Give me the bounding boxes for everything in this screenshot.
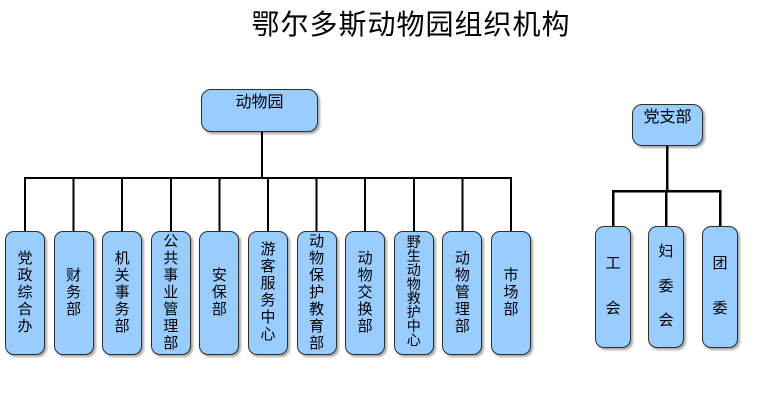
- org-node-child: 安保部: [199, 231, 240, 355]
- org-node-child: 团委: [702, 226, 738, 348]
- org-node-label-char: 事: [163, 267, 179, 284]
- org-node-label-char: 保: [211, 284, 227, 301]
- org-node-label-char: 公: [163, 233, 179, 250]
- org-node-child: 妇委会: [648, 226, 684, 348]
- org-node-label-char: 会: [605, 301, 621, 318]
- org-node-label-char: 工: [605, 255, 621, 272]
- org-node-label-char: 部: [503, 301, 519, 318]
- org-node-label-char: 心: [260, 327, 276, 343]
- org-node-label-char: 服: [260, 276, 276, 292]
- org-node-child: 游客服务中心: [248, 231, 288, 355]
- org-node-label-char: 动: [454, 250, 470, 267]
- chart-title: 鄂尔多斯动物园组织机构: [251, 10, 571, 41]
- org-node-label-char: 物: [454, 267, 470, 284]
- org-node-label-char: 理: [163, 318, 179, 335]
- org-node-label-char: 业: [163, 284, 179, 301]
- org-node-label-char: 财: [66, 267, 82, 284]
- org-node-label-char: 部: [309, 335, 325, 352]
- org-node-child: 动物交换部: [345, 231, 386, 355]
- org-node-label-char: 机: [114, 250, 130, 267]
- org-node-label-char: 会: [658, 312, 674, 329]
- org-node-child: 党政综合办: [5, 231, 45, 355]
- org-node-label-char: 保: [309, 267, 325, 284]
- org-node-label-char: 综: [17, 284, 33, 301]
- org-node-label-char: 管: [454, 284, 470, 301]
- org-node-label-char: 管: [163, 301, 179, 318]
- org-node-child: 公共事业管理部: [150, 231, 191, 355]
- org-node-label-char: 安: [211, 267, 227, 284]
- org-node-label-char: 委: [658, 278, 674, 295]
- org-node-label-char: 部: [114, 318, 130, 335]
- org-node-label-char: 事: [114, 284, 130, 301]
- org-node-child: 市场部: [491, 231, 531, 355]
- org-node-label-char: 团: [712, 255, 728, 272]
- org-node-label-char: 关: [114, 267, 130, 284]
- org-node-label-char: 物: [357, 267, 373, 284]
- org-node-label-char: 市: [503, 267, 519, 284]
- org-node-root-party: 党支部: [632, 104, 703, 146]
- org-node-label-char: 护: [406, 306, 421, 321]
- org-node-label: 党支部: [643, 109, 692, 126]
- org-node-label-char: 务: [260, 293, 276, 309]
- org-node-label-char: 部: [211, 301, 227, 318]
- org-node-label-char: 办: [17, 318, 33, 335]
- org-node-child: 动物管理部: [442, 231, 483, 355]
- org-node-label-char: 部: [454, 318, 470, 335]
- org-node-label-char: 理: [454, 301, 470, 318]
- org-node-label-char: 交: [357, 284, 373, 301]
- org-node-label-char: 政: [17, 267, 33, 284]
- org-node-child: 工会: [595, 226, 631, 348]
- org-node-label-char: 教: [309, 301, 325, 318]
- org-node-child: 机关事务部: [102, 231, 143, 355]
- org-node-label-char: 护: [309, 284, 325, 301]
- org-node-label-char: 野: [406, 236, 421, 251]
- org-node-child: 野生动物救护中心: [393, 231, 434, 355]
- org-node-child: 财务部: [53, 231, 94, 355]
- org-node-label-char: 心: [406, 334, 421, 349]
- org-node-label-char: 中: [260, 310, 276, 326]
- org-node-label-char: 部: [163, 335, 179, 352]
- org-node-label-char: 游: [260, 242, 276, 258]
- org-node-label-char: 动: [406, 264, 421, 279]
- org-node-label-char: 中: [406, 320, 421, 335]
- org-node-label-char: 物: [406, 278, 421, 293]
- org-node-label-char: 育: [309, 318, 325, 335]
- org-node-label-char: 妇: [658, 244, 674, 261]
- org-node-label-char: 客: [260, 259, 276, 275]
- org-node-label-char: 生: [406, 250, 421, 265]
- org-node-label-char: 务: [66, 284, 82, 301]
- org-node-label-char: 部: [357, 318, 373, 335]
- org-node-label: 动物园: [235, 94, 284, 111]
- org-node-label-char: 动: [309, 233, 325, 250]
- org-node-label-char: 换: [357, 301, 373, 318]
- org-node-label-char: 合: [17, 301, 33, 318]
- org-node-child: 动物保护教育部: [296, 231, 337, 355]
- org-node-label-char: 务: [114, 301, 130, 318]
- org-node-root-zoo: 动物园: [201, 89, 318, 132]
- org-node-label-char: 党: [17, 250, 33, 267]
- org-node-label-char: 场: [503, 284, 519, 301]
- org-node-label-char: 物: [309, 250, 325, 267]
- org-node-label-char: 动: [357, 250, 373, 267]
- org-node-label-char: 共: [163, 250, 179, 267]
- org-node-label-char: 委: [712, 301, 728, 318]
- org-node-label-char: 部: [66, 301, 82, 318]
- org-node-label-char: 救: [406, 292, 421, 307]
